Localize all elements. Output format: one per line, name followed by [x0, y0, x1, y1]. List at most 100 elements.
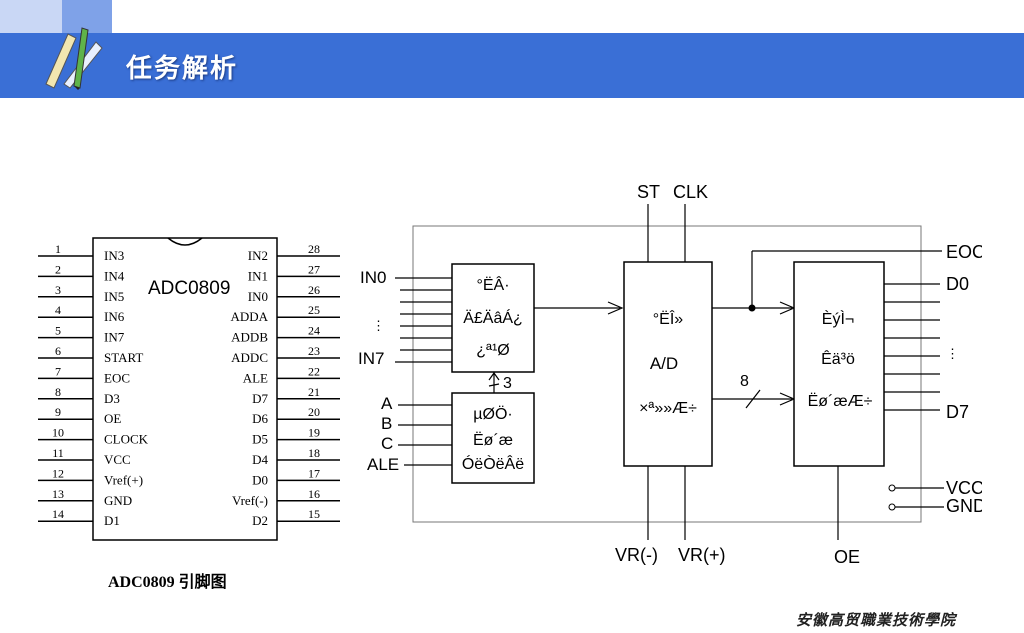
pin-label: D4 [252, 452, 268, 467]
right-edge-mask [982, 236, 1024, 526]
pin-number: 4 [55, 303, 61, 317]
pin-number: 16 [308, 487, 320, 501]
decoder-line-2: Ëø´æ [473, 431, 513, 449]
pin-label: IN7 [104, 330, 125, 345]
latch-line-1: ÈýÌ¬ [822, 309, 854, 328]
pin-label: IN0 [248, 289, 268, 304]
pin-label: ADDB [231, 330, 268, 345]
pin-number: 7 [55, 364, 61, 378]
pin-number: 5 [55, 324, 61, 338]
pin-label: GND [104, 493, 132, 508]
ad-converter-block [623, 261, 713, 467]
pin-label: ADDA [230, 309, 268, 324]
addr-b-label: B [381, 414, 392, 433]
pin-label: IN5 [104, 289, 124, 304]
pin-number: 25 [308, 303, 320, 317]
pin-number: 22 [308, 364, 320, 378]
pin-label: IN6 [104, 309, 125, 324]
address-decoder-block [451, 392, 535, 484]
gnd-label: GND [946, 496, 986, 516]
decoder-line-3: ÓëÒëÂë [462, 454, 524, 473]
pin-number: 6 [55, 344, 61, 358]
pin-label: VCC [104, 452, 131, 467]
pin-label: D3 [104, 391, 120, 406]
d7-label: D7 [946, 402, 969, 422]
pin-number: 1 [55, 242, 61, 256]
pin-number: 26 [308, 283, 320, 297]
pin-number: 17 [308, 466, 320, 480]
pin-number: 8 [55, 385, 61, 399]
pin-number: 3 [55, 283, 61, 297]
data-bus-width: 8 [740, 373, 749, 390]
output-ellipsis: ⋮ [946, 346, 959, 361]
pin-label: ALE [243, 370, 268, 385]
pin-number: 24 [308, 324, 320, 338]
decoder-line-1: µØÖ· [473, 405, 512, 423]
pin-number: 23 [308, 344, 320, 358]
pin-number: 21 [308, 385, 320, 399]
ale-label: ALE [367, 455, 399, 474]
chip-name: ADC0809 [148, 278, 230, 299]
pin-label: IN4 [104, 268, 125, 283]
st-label: ST [637, 182, 660, 202]
latch-line-3: Ëø´æÆ÷ [808, 392, 873, 410]
pencil-ruler-icon [45, 27, 103, 90]
pin-label: Vref(-) [232, 493, 268, 508]
pin-label: ADDC [231, 350, 268, 365]
tristate-latch-block [793, 261, 885, 467]
oe-label: OE [834, 547, 860, 567]
addr-c-label: C [381, 434, 393, 453]
in7-label: IN7 [358, 349, 384, 368]
pin-label: IN2 [248, 248, 268, 263]
school-name: 安徽高贸職業技術學院 [796, 611, 957, 629]
header-band [0, 33, 1024, 98]
pin-label: Vref(+) [104, 472, 143, 487]
chip-caption: ADC0809 引脚图 [108, 574, 227, 591]
adc-line-1: °ËÎ» [653, 309, 684, 328]
pin-label: D5 [252, 432, 268, 447]
mux-block [451, 263, 535, 373]
adc-line-3: ×ª»»Æ÷ [639, 400, 697, 417]
pin-number: 14 [52, 507, 64, 521]
pin-label: IN3 [104, 248, 124, 263]
pin-number: 18 [308, 446, 320, 460]
pin-number: 2 [55, 262, 61, 276]
pin-label: START [104, 350, 143, 365]
pin-number: 15 [308, 507, 320, 521]
mux-line-2: Ä£ÄâÁ¿ [463, 308, 523, 327]
adc-line-2: A/D [650, 354, 678, 373]
vref-minus-label: VR(-) [615, 545, 658, 565]
pin-number: 28 [308, 242, 320, 256]
pin-label: D2 [252, 513, 268, 528]
pin-number: 12 [52, 466, 64, 480]
pin-label: D0 [252, 472, 268, 487]
vref-plus-label: VR(+) [678, 545, 726, 565]
page-title: 任务解析 [126, 54, 239, 84]
eoc-label: EOC [946, 242, 985, 262]
d0-label: D0 [946, 274, 969, 294]
pin-label: CLOCK [104, 432, 149, 447]
header-accent-block-dark [62, 0, 112, 33]
pin-label: D6 [252, 411, 268, 426]
pin-number: 19 [308, 426, 320, 440]
pin-label: D7 [252, 391, 268, 406]
pin-number: 13 [52, 487, 64, 501]
adc-block-diagram: ⋮ IN0 IN7 °ËÂ· Ä£ÄâÁ¿ ¿ª¹Ø 3 µØÖ· Ëø´æ Ó… [358, 182, 986, 567]
mux-bus-width: 3 [503, 375, 512, 392]
pin-label: EOC [104, 370, 130, 385]
pin-label: D1 [104, 513, 120, 528]
pin-number: 11 [52, 446, 64, 460]
pin-label: IN1 [248, 268, 268, 283]
pin-number: 9 [55, 405, 61, 419]
pin-number: 20 [308, 405, 320, 419]
input-ellipsis: ⋮ [372, 318, 385, 333]
mux-line-1: °ËÂ· [476, 275, 509, 294]
pin-number: 10 [52, 426, 64, 440]
pin-number: 27 [308, 262, 320, 276]
mux-line-3: ¿ª¹Ø [476, 342, 509, 359]
in0-label: IN0 [360, 268, 386, 287]
vcc-label: VCC [946, 478, 984, 498]
clk-label: CLK [673, 182, 708, 202]
